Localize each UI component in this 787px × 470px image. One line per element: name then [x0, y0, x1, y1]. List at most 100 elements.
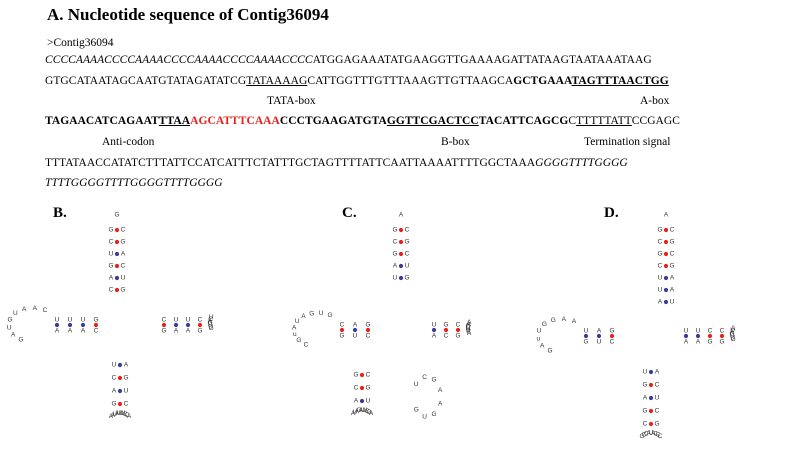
stem-nucleotide: A [670, 287, 675, 294]
loop-nucleotide: U [119, 410, 124, 417]
loop-nucleotide: C [208, 316, 213, 323]
telomeric-repeat-end: TTTTGGGGTTTTGGGGTTTTGGGG [45, 177, 223, 189]
sequence-segment: CCGAGC [631, 115, 680, 127]
loop-nucleotide: G [729, 331, 734, 338]
loop-nucleotide: C [365, 408, 370, 415]
loop-nucleotide: A [127, 413, 132, 420]
loop-nucleotide: G [551, 317, 556, 324]
base-pair-dot [114, 239, 120, 245]
base-pair-dot [185, 322, 191, 328]
sequence-segment-bold: CCCTGAAGATGTA [279, 115, 387, 127]
loop-nucleotide: U [466, 327, 471, 334]
loop-nucleotide: C [43, 307, 48, 314]
loop-nucleotide: U [13, 310, 18, 317]
loop-nucleotide: U [537, 328, 542, 335]
stem-nucleotide: A [109, 275, 114, 282]
stem-nucleotide: G [365, 322, 370, 329]
stem-nucleotide: A [597, 328, 602, 335]
a-box-sequence: TAGTTTAACTGG [571, 75, 669, 87]
loop-nucleotide: G [327, 312, 332, 319]
stem-nucleotide: U [670, 299, 675, 306]
stem-nucleotide: A [393, 263, 398, 270]
loop-nucleotide: G [466, 322, 471, 329]
a-box-label: A-box [640, 95, 670, 107]
stem-nucleotide: C [366, 333, 371, 340]
loop-nucleotide: G [207, 320, 212, 327]
loop-nucleotide: G [431, 376, 436, 383]
stem-nucleotide: C [109, 239, 114, 246]
stem-nucleotide: G [657, 227, 662, 234]
stem-nucleotide: G [120, 239, 125, 246]
loop-nucleotide: A [115, 410, 120, 417]
stem-nucleotide: G [707, 339, 712, 346]
loop-nucleotide: G [8, 317, 13, 324]
stem-nucleotide: G [93, 317, 98, 324]
loop-nucleotide: A [467, 319, 472, 326]
anticodon-sequence: AGCATTTCAAA [190, 115, 280, 127]
base-pair-dot [114, 275, 120, 281]
loop-nucleotide: U [361, 407, 366, 414]
sequence-segment: ATGGAGAAATATGAAGGTTGAAAAGATTATAAGTAATAAA… [312, 54, 652, 66]
stem-nucleotide: A [655, 369, 660, 376]
stem-nucleotide: G [654, 421, 659, 428]
loop-nucleotide: G [542, 321, 547, 328]
loop-nucleotide: A [109, 413, 114, 420]
base-pair-dot [197, 322, 203, 328]
loop-nucleotide: A [355, 408, 360, 415]
stem-nucleotide: U [174, 317, 179, 324]
base-pair-dot [695, 333, 701, 339]
stem-nucleotide: G [392, 227, 397, 234]
stem-nucleotide: A [124, 362, 129, 369]
base-pair-dot [683, 333, 689, 339]
sequence-segment-bold: TACATTCAGCG [478, 115, 569, 127]
base-pair-dot [431, 327, 437, 333]
stem-nucleotide: G [365, 385, 370, 392]
sequence-segment-bold: GCTGAAA [513, 75, 572, 87]
stem-nucleotide: A [432, 333, 437, 340]
loop-nucleotide: G [296, 337, 301, 344]
stem-nucleotide: U [366, 398, 371, 405]
stem-nucleotide: G [669, 263, 674, 270]
loop-nucleotide: U [649, 430, 654, 437]
loop-nucleotide: A [111, 412, 116, 419]
base-pair-dot [173, 322, 179, 328]
loop-nucleotide: C [642, 432, 647, 439]
loop-nucleotide: C [123, 411, 128, 418]
loop-nucleotide: C [656, 432, 661, 439]
loop-nucleotide: A [646, 430, 651, 437]
loop-nucleotide: A [664, 212, 669, 219]
loop-nucleotide: A [33, 305, 38, 312]
anti-codon-label: Anti-codon [102, 136, 155, 148]
loop-nucleotide: A [22, 306, 27, 313]
stem-nucleotide: C [121, 263, 126, 270]
stem-nucleotide: A [684, 339, 689, 346]
loop-nucleotide: G [114, 212, 119, 219]
base-pair-dot [114, 263, 120, 269]
stem-nucleotide: G [719, 339, 724, 346]
stem-nucleotide: C [366, 372, 371, 379]
base-pair-dot [663, 299, 669, 305]
sequence-segment: GTGCATAATAGCAATGTATAGATATCG [45, 75, 247, 87]
sequence-line-2: GTGCATAATAGCAATGTATAGATATCGTATAAAAGCATTG… [45, 75, 787, 87]
base-pair-dot [398, 227, 404, 233]
stem-nucleotide: U [112, 362, 117, 369]
stem-nucleotide: G [108, 263, 113, 270]
base-pair-dot [719, 333, 725, 339]
stem-nucleotide: C [162, 317, 167, 324]
base-pair-dot [609, 333, 615, 339]
anticodon-underlined: TTAA [158, 115, 191, 127]
stem-nucleotide: C [670, 227, 675, 234]
loop-nucleotide: G [356, 407, 361, 414]
loop-nucleotide: U [353, 409, 358, 416]
stem-nucleotide: A [670, 275, 675, 282]
base-pair-dot [648, 421, 654, 427]
stem-nucleotide: A [112, 388, 117, 395]
stem-nucleotide: G [583, 339, 588, 346]
stem-nucleotide: U [68, 317, 73, 324]
sequence-segment: CATTGGTTTGTTTAAAGTTGTTAAGCA [307, 75, 514, 87]
stem-nucleotide: A [658, 299, 663, 306]
stem-nucleotide: G [111, 401, 116, 408]
sequence-segment: TTTATAACCATATCTTTATTCCATCATTTCTATTTGCTAG… [45, 157, 536, 169]
stem-nucleotide: C [112, 375, 117, 382]
stem-nucleotide: C [124, 401, 129, 408]
